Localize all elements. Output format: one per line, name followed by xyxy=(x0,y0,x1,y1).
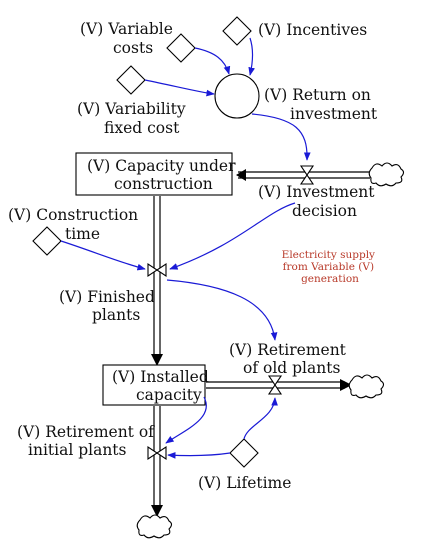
investment-flow-pipe xyxy=(236,169,370,181)
retirement-initial-flow-pipe xyxy=(151,406,163,517)
label-variability-fixed-cost: (V) Variability fixed cost xyxy=(77,100,191,137)
constant-diamond-icon xyxy=(222,16,252,46)
auxiliary-circle-icon xyxy=(214,73,260,119)
constant-diamond-icon xyxy=(166,33,196,63)
label-capacity-under-construction: (V) Capacity under construction xyxy=(87,157,240,193)
label-finished-plants: (V) Finished plants xyxy=(59,288,160,324)
constant-diamond-icon xyxy=(116,65,146,95)
valve-icon xyxy=(299,165,315,185)
label-investment-decision: (V) Investment decision xyxy=(258,183,379,220)
label-construction-time: (V) Construction time xyxy=(8,206,143,243)
label-retirement-old-plants: (V) Retirement of old plants xyxy=(229,341,351,377)
stock-installed-capacity xyxy=(102,364,206,406)
diagram-note: Electricity supply from Variable (V) gen… xyxy=(282,249,379,285)
label-variable-costs: (V) Variable costs xyxy=(80,20,178,57)
valve-icon xyxy=(267,375,283,395)
stock-capacity-under-construction xyxy=(75,152,233,196)
label-return-on-investment: (V) Return on investment xyxy=(264,86,378,123)
cloud-icon xyxy=(136,514,173,539)
cloud-icon xyxy=(348,374,385,399)
cloud-icon xyxy=(368,162,405,187)
constant-diamond-icon xyxy=(229,438,259,468)
valve-icon xyxy=(147,445,167,461)
label-lifetime: (V) Lifetime xyxy=(198,474,291,492)
info-links xyxy=(60,37,311,459)
valve-icon xyxy=(147,262,167,278)
retirement-old-flow-pipe xyxy=(206,379,352,391)
label-incentives: (V) Incentives xyxy=(258,21,367,39)
label-retirement-initial-plants: (V) Retirement of initial plants xyxy=(17,423,159,459)
constant-diamond-icon xyxy=(32,226,62,256)
label-installed-capacity: (V) Installed capacity xyxy=(112,368,214,404)
finished-plants-flow-pipe xyxy=(151,196,163,366)
